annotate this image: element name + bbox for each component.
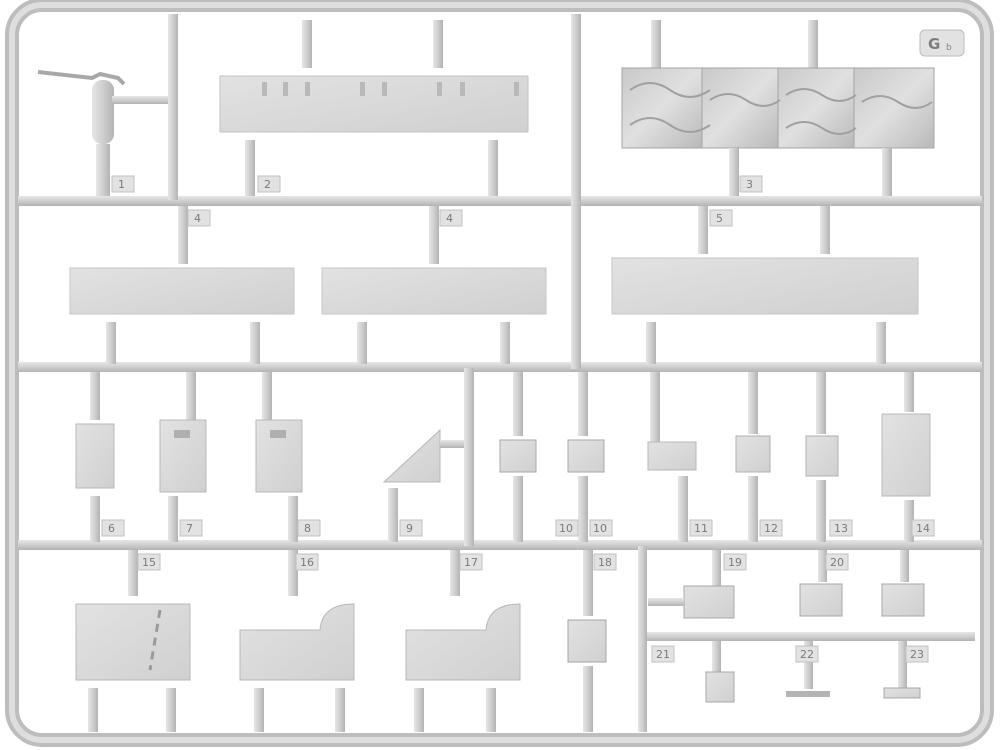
part-label-10a: 10 [559, 522, 573, 535]
part-label-9: 9 [406, 522, 413, 535]
vertical-runners [168, 14, 647, 732]
part-5-panel [611, 206, 919, 364]
part-label-5: 5 [716, 212, 723, 225]
part-label-22: 22 [800, 648, 814, 661]
row-3-parts [75, 372, 931, 542]
horizontal-runners [18, 196, 982, 641]
part-label-10b: 10 [593, 522, 607, 535]
part-label-19: 19 [728, 556, 742, 569]
part-label-23: 23 [910, 648, 924, 661]
part-label-1: 1 [118, 178, 125, 191]
part-label-14: 14 [916, 522, 930, 535]
part-label-16: 16 [300, 556, 314, 569]
part-label-12: 12 [764, 522, 778, 535]
part-label-21: 21 [656, 648, 670, 661]
part-label-13: 13 [834, 522, 848, 535]
part-2-plate [219, 20, 529, 196]
part-3-canvas-rolls [621, 20, 935, 196]
row-4-parts [75, 550, 925, 732]
sprue-letter-tag: G b [919, 29, 965, 57]
part-label-18: 18 [598, 556, 612, 569]
part-1-extinguisher [37, 70, 168, 196]
sprue-sub-letter: b [946, 43, 952, 53]
part-label-6: 6 [108, 522, 115, 535]
part-label-2: 2 [264, 178, 271, 191]
part-4-panels [69, 206, 547, 364]
part-label-15: 15 [142, 556, 156, 569]
part-label-20: 20 [830, 556, 844, 569]
sprue-letter: G [928, 35, 940, 53]
part-number-tabs [101, 175, 935, 663]
part-label-7: 7 [186, 522, 193, 535]
part-label-8: 8 [304, 522, 311, 535]
part-label-17: 17 [464, 556, 478, 569]
part-label-3: 3 [746, 178, 753, 191]
part-label-11: 11 [694, 522, 708, 535]
part-label-4a: 4 [194, 212, 201, 225]
part-number-labels: 1 2 3 4 4 5 6 7 8 9 10 10 11 12 13 14 15… [108, 178, 930, 661]
part-label-4b: 4 [446, 212, 453, 225]
outer-frame [5, 0, 994, 747]
